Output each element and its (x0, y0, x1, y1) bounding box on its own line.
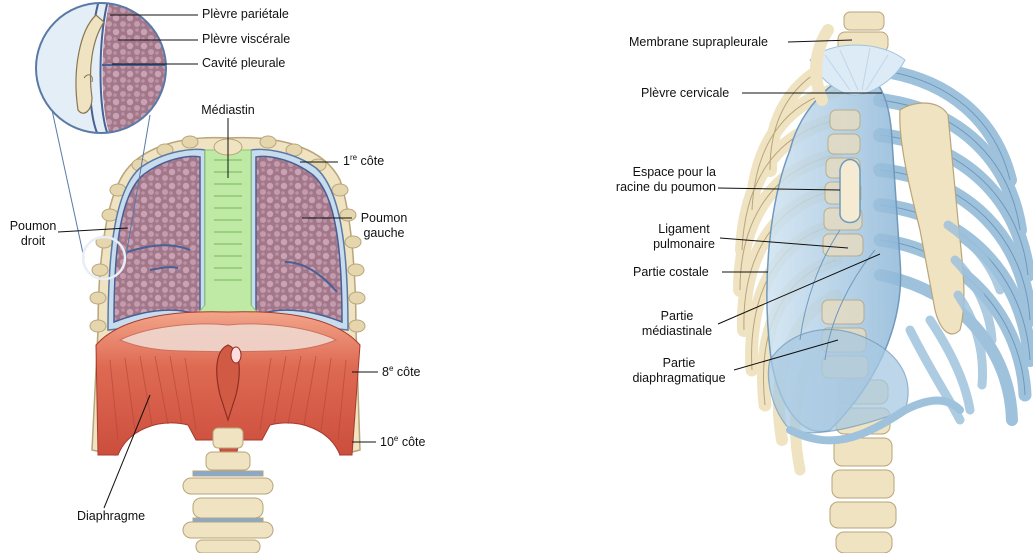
poumon-droit-line1: Poumon (8, 219, 58, 234)
label-cote-8: 8e côte (382, 365, 421, 380)
lung-root-space (840, 160, 860, 223)
espace-racine-line1: Espace pour la (600, 165, 716, 180)
label-partie-diaphragmatique: Partie diaphragmatique (624, 356, 734, 386)
partie-med-line2: médiastinale (636, 324, 718, 339)
ligament-line1: Ligament (648, 222, 720, 237)
lumbar-spine (183, 428, 273, 553)
cote-8-number: 8 (382, 365, 389, 379)
esophagus-opening (231, 347, 241, 363)
label-espace-racine: Espace pour la racine du poumon (600, 165, 716, 195)
partie-diaph-line1: Partie (624, 356, 734, 371)
poumon-gauche-line2: gauche (356, 226, 412, 241)
label-plevre-cervicale: Plèvre cervicale (641, 86, 729, 101)
cote-1-word: côte (357, 154, 384, 168)
partie-diaph-line2: diaphragmatique (624, 371, 734, 386)
label-cote-10: 10e côte (380, 435, 425, 450)
label-plevre-parietale: Plèvre pariétale (202, 7, 289, 22)
partie-med-line1: Partie (636, 309, 718, 324)
label-poumon-droit: Poumon droit (8, 219, 58, 249)
label-mediastin: Médiastin (196, 103, 260, 118)
right-thorax-diagram (718, 12, 1030, 553)
poumon-gauche-line1: Poumon (356, 211, 412, 226)
poumon-droit-line2: droit (8, 234, 58, 249)
label-diaphragme: Diaphragme (77, 509, 145, 524)
label-cavite-pleurale: Cavité pleurale (202, 56, 285, 71)
cote-10-word: côte (398, 435, 425, 449)
label-partie-costale: Partie costale (633, 265, 709, 280)
label-poumon-gauche: Poumon gauche (356, 211, 412, 241)
label-partie-mediastinale: Partie médiastinale (636, 309, 718, 339)
cote-10-number: 10 (380, 435, 394, 449)
espace-racine-line2: racine du poumon (600, 180, 716, 195)
label-membrane-suprapleurale: Membrane suprapleurale (629, 35, 768, 50)
cote-1-ordinal: re (350, 153, 357, 162)
label-plevre-viscerale: Plèvre viscérale (202, 32, 290, 47)
label-ligament-pulmonaire: Ligament pulmonaire (648, 222, 720, 252)
label-cote-1: 1re côte (343, 154, 384, 169)
ligament-line2: pulmonaire (648, 237, 720, 252)
left-thorax-diagram (36, 0, 378, 553)
cote-8-word: côte (393, 365, 420, 379)
cote-1-number: 1 (343, 154, 350, 168)
